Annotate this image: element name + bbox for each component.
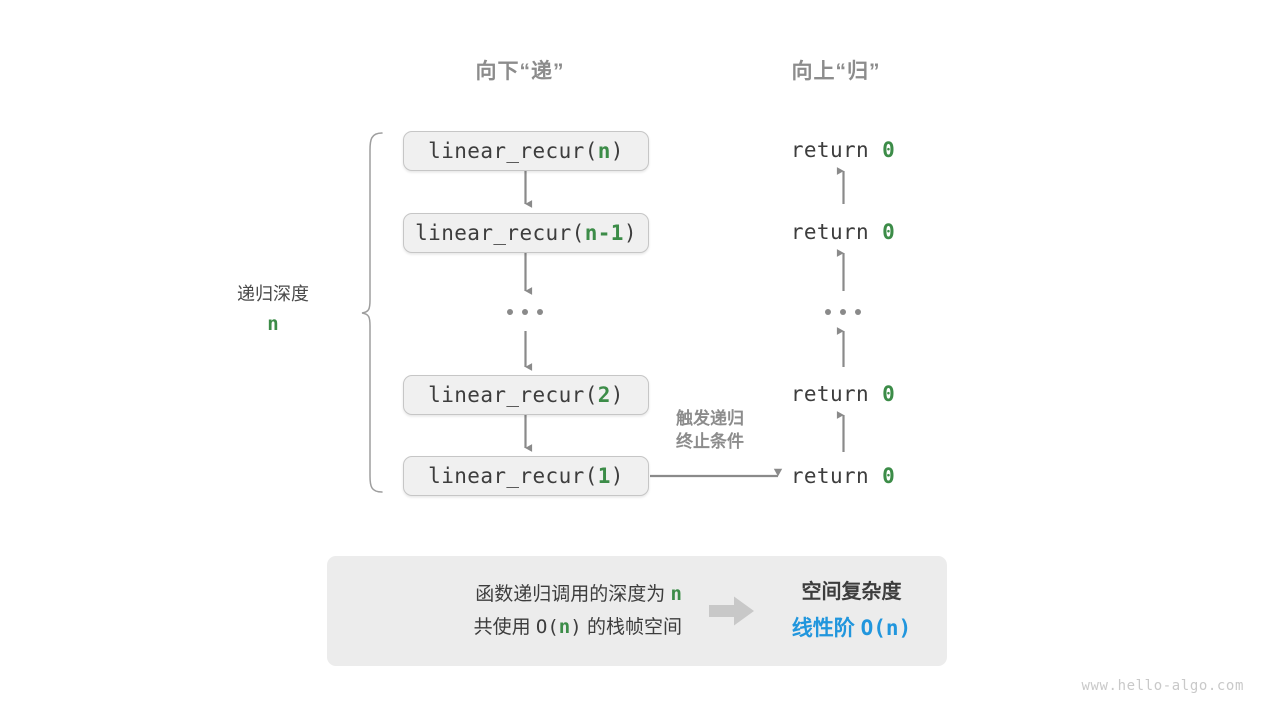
recursion-depth-value: n xyxy=(267,313,279,336)
summary-line2-suffix: 的栈帧空间 xyxy=(586,617,682,638)
call-frame-suffix: ) xyxy=(610,139,624,163)
return-label-third: return 0 xyxy=(791,382,895,406)
call-frame-suffix: ) xyxy=(610,383,624,407)
summary-line-1: 函数递归调用的深度为 n xyxy=(327,578,682,611)
summary-line1-n: n xyxy=(670,582,682,605)
return-keyword: return xyxy=(790,382,870,406)
summary-arrow-wrap xyxy=(700,596,764,626)
call-frame-prefix: linear_recur( xyxy=(415,221,585,245)
call-frame-prefix: linear_recur( xyxy=(428,383,598,407)
call-frame-prefix: linear_recur( xyxy=(428,464,598,488)
return-label-base: return 0 xyxy=(791,464,895,488)
call-frame-arg: 1 xyxy=(597,464,611,488)
call-frame-box-1[interactable]: linear_recur(1) xyxy=(403,456,649,496)
call-frame-box-n-1[interactable]: linear_recur(n-1) xyxy=(403,213,649,253)
call-frame-arg: n xyxy=(597,139,611,163)
return-value: 0 xyxy=(882,382,896,406)
call-frame-suffix: ) xyxy=(623,221,637,245)
summary-line2-prefix: 共使用 xyxy=(473,617,531,638)
summary-result: 空间复杂度 线性阶 O(n) xyxy=(764,577,947,646)
depth-brace-icon xyxy=(361,132,383,493)
site-watermark: www.hello-algo.com xyxy=(1081,678,1244,694)
call-frame-arg: 2 xyxy=(597,383,611,407)
heading-ascend: 向上“归” xyxy=(791,60,881,83)
summary-result-order: 线性阶 xyxy=(791,616,855,640)
return-keyword: return xyxy=(790,220,870,244)
call-frame-box-n[interactable]: linear_recur(n) xyxy=(403,131,649,171)
call-frame-arg: n-1 xyxy=(584,221,624,245)
summary-result-title: 空间复杂度 xyxy=(801,580,902,603)
return-label-second: return 0 xyxy=(791,220,895,244)
termination-note-line2: 终止条件 xyxy=(676,431,744,451)
call-stack-ellipsis-icon xyxy=(507,309,543,315)
summary-line2-close: ) xyxy=(570,616,582,638)
heading-descend: 向下“递” xyxy=(475,60,565,83)
return-keyword: return xyxy=(790,464,870,488)
summary-line1-text: 函数递归调用的深度为 xyxy=(475,583,666,605)
return-value: 0 xyxy=(882,220,896,244)
call-frame-prefix: linear_recur( xyxy=(428,139,598,163)
termination-note-line1: 触发递归 xyxy=(676,409,744,428)
summary-line2-n: n xyxy=(558,616,571,638)
call-frame-box-2[interactable]: linear_recur(2) xyxy=(403,375,649,415)
complexity-summary-panel: 函数递归调用的深度为 n 共使用 O(n) 的栈帧空间 空间复杂度 线性阶 O(… xyxy=(327,556,947,666)
summary-result-formula: O(n) xyxy=(860,615,912,640)
return-keyword: return xyxy=(790,138,870,162)
summary-result-value: 线性阶 O(n) xyxy=(764,612,939,646)
return-label-top: return 0 xyxy=(791,138,895,162)
summary-description: 函数递归调用的深度为 n 共使用 O(n) 的栈帧空间 xyxy=(327,578,700,645)
return-value: 0 xyxy=(882,464,896,488)
recursion-depth-title: 递归深度 xyxy=(237,284,309,304)
recursion-depth-label: 递归深度 n xyxy=(237,281,309,339)
call-frame-suffix: ) xyxy=(610,464,624,488)
right-block-arrow-icon xyxy=(709,596,754,626)
return-stack-ellipsis-icon xyxy=(825,309,861,315)
summary-line-2: 共使用 O(n) 的栈帧空间 xyxy=(327,611,682,644)
return-value: 0 xyxy=(882,138,896,162)
summary-line2-o: O( xyxy=(535,616,559,638)
termination-condition-note: 触发递归 终止条件 xyxy=(676,408,744,454)
